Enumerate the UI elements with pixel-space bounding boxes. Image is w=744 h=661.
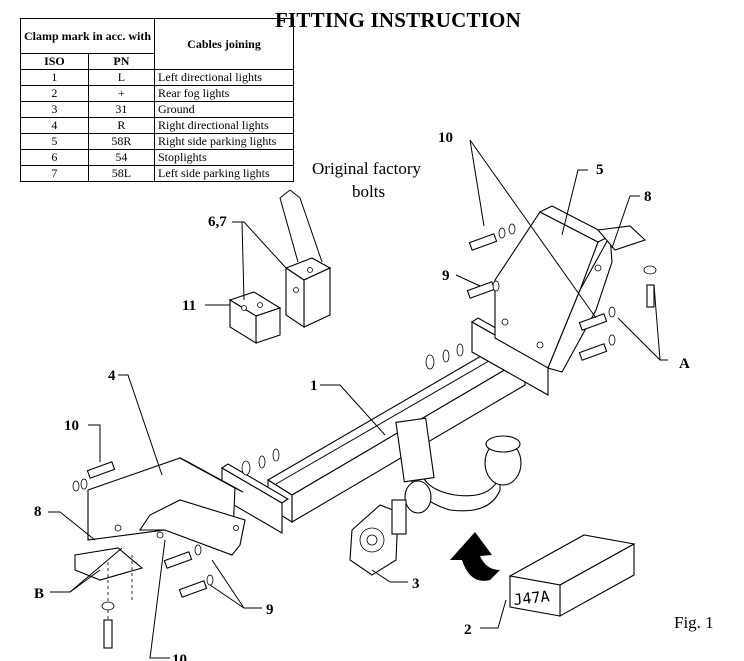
callout-B: B bbox=[34, 586, 44, 602]
callout-1: 1 bbox=[310, 378, 318, 394]
bolt-set-9-right bbox=[466, 280, 500, 299]
description-cell: Left directional lights bbox=[154, 69, 294, 86]
right-bracket-part-5 bbox=[494, 205, 647, 373]
bolt-set-10-left bbox=[72, 461, 116, 492]
callout-5: 5 bbox=[596, 162, 604, 178]
socket-plate-part-3 bbox=[349, 499, 407, 576]
callout-A: A bbox=[679, 356, 690, 372]
bolt-set-A bbox=[578, 265, 657, 361]
description-cell: Right directional lights bbox=[154, 117, 294, 134]
clamp-mark-header: Clamp mark in acc. with bbox=[20, 18, 155, 54]
callout-2: 2 bbox=[464, 622, 472, 638]
callout-4: 4 bbox=[108, 368, 116, 384]
callout-3: 3 bbox=[412, 576, 420, 592]
bolt-set-B bbox=[101, 601, 115, 649]
original-bolts-label: Original factory bbox=[312, 159, 422, 178]
callout-8-left: 8 bbox=[34, 504, 42, 520]
original-bolts-label-line2: bolts bbox=[352, 182, 385, 201]
page-title: FITTING INSTRUCTION bbox=[275, 8, 521, 32]
figure-label: Fig. 1 bbox=[674, 613, 714, 632]
callout-10-top: 10 bbox=[438, 130, 453, 146]
description-cell: Left side parking lights bbox=[154, 165, 294, 182]
direction-arrow bbox=[450, 532, 500, 581]
callout-8-right: 8 bbox=[644, 189, 652, 205]
cables-joining-table: Clamp mark in acc. with Cables joining I… bbox=[20, 18, 294, 182]
callout-6-7: 6,7 bbox=[208, 214, 227, 230]
description-cell: Rear fog lights bbox=[154, 85, 294, 102]
bolt-set-crossbar-right bbox=[425, 343, 464, 370]
bolt-bracket-67 bbox=[284, 257, 332, 329]
pn-cell: 58R bbox=[87, 133, 156, 150]
leader-lines bbox=[48, 139, 668, 659]
description-cell: Stoplights bbox=[154, 149, 294, 166]
crossbar-left-plate-side bbox=[220, 463, 290, 504]
callout-9-right: 9 bbox=[442, 268, 450, 284]
tow-ball-neck bbox=[395, 417, 522, 514]
hardware-box-part-2 bbox=[508, 534, 636, 617]
callout-10-bottom: 10 bbox=[172, 652, 187, 661]
callout-9-bottom: 9 bbox=[266, 602, 274, 618]
box-stamp-label: J47A bbox=[513, 587, 551, 609]
pn-cell: 58L bbox=[87, 165, 156, 182]
bolt-bracket-11 bbox=[228, 291, 282, 344]
bolt-set-9-bottom bbox=[163, 544, 214, 598]
callout-10-left: 10 bbox=[64, 418, 79, 434]
description-cell: Right side parking lights bbox=[154, 133, 294, 150]
description-cell: Ground bbox=[154, 101, 294, 118]
bolt-set-top bbox=[468, 223, 516, 251]
bolt-set-crossbar-left bbox=[241, 448, 280, 476]
pn-cell: 54 bbox=[87, 149, 156, 166]
table-row: 2+Rear fog lights bbox=[20, 85, 294, 102]
callout-11: 11 bbox=[182, 298, 196, 314]
cables-joining-header: Cables joining bbox=[154, 18, 294, 70]
left-bracket-part-4 bbox=[74, 457, 246, 620]
iso-cell: 7 bbox=[20, 165, 89, 182]
